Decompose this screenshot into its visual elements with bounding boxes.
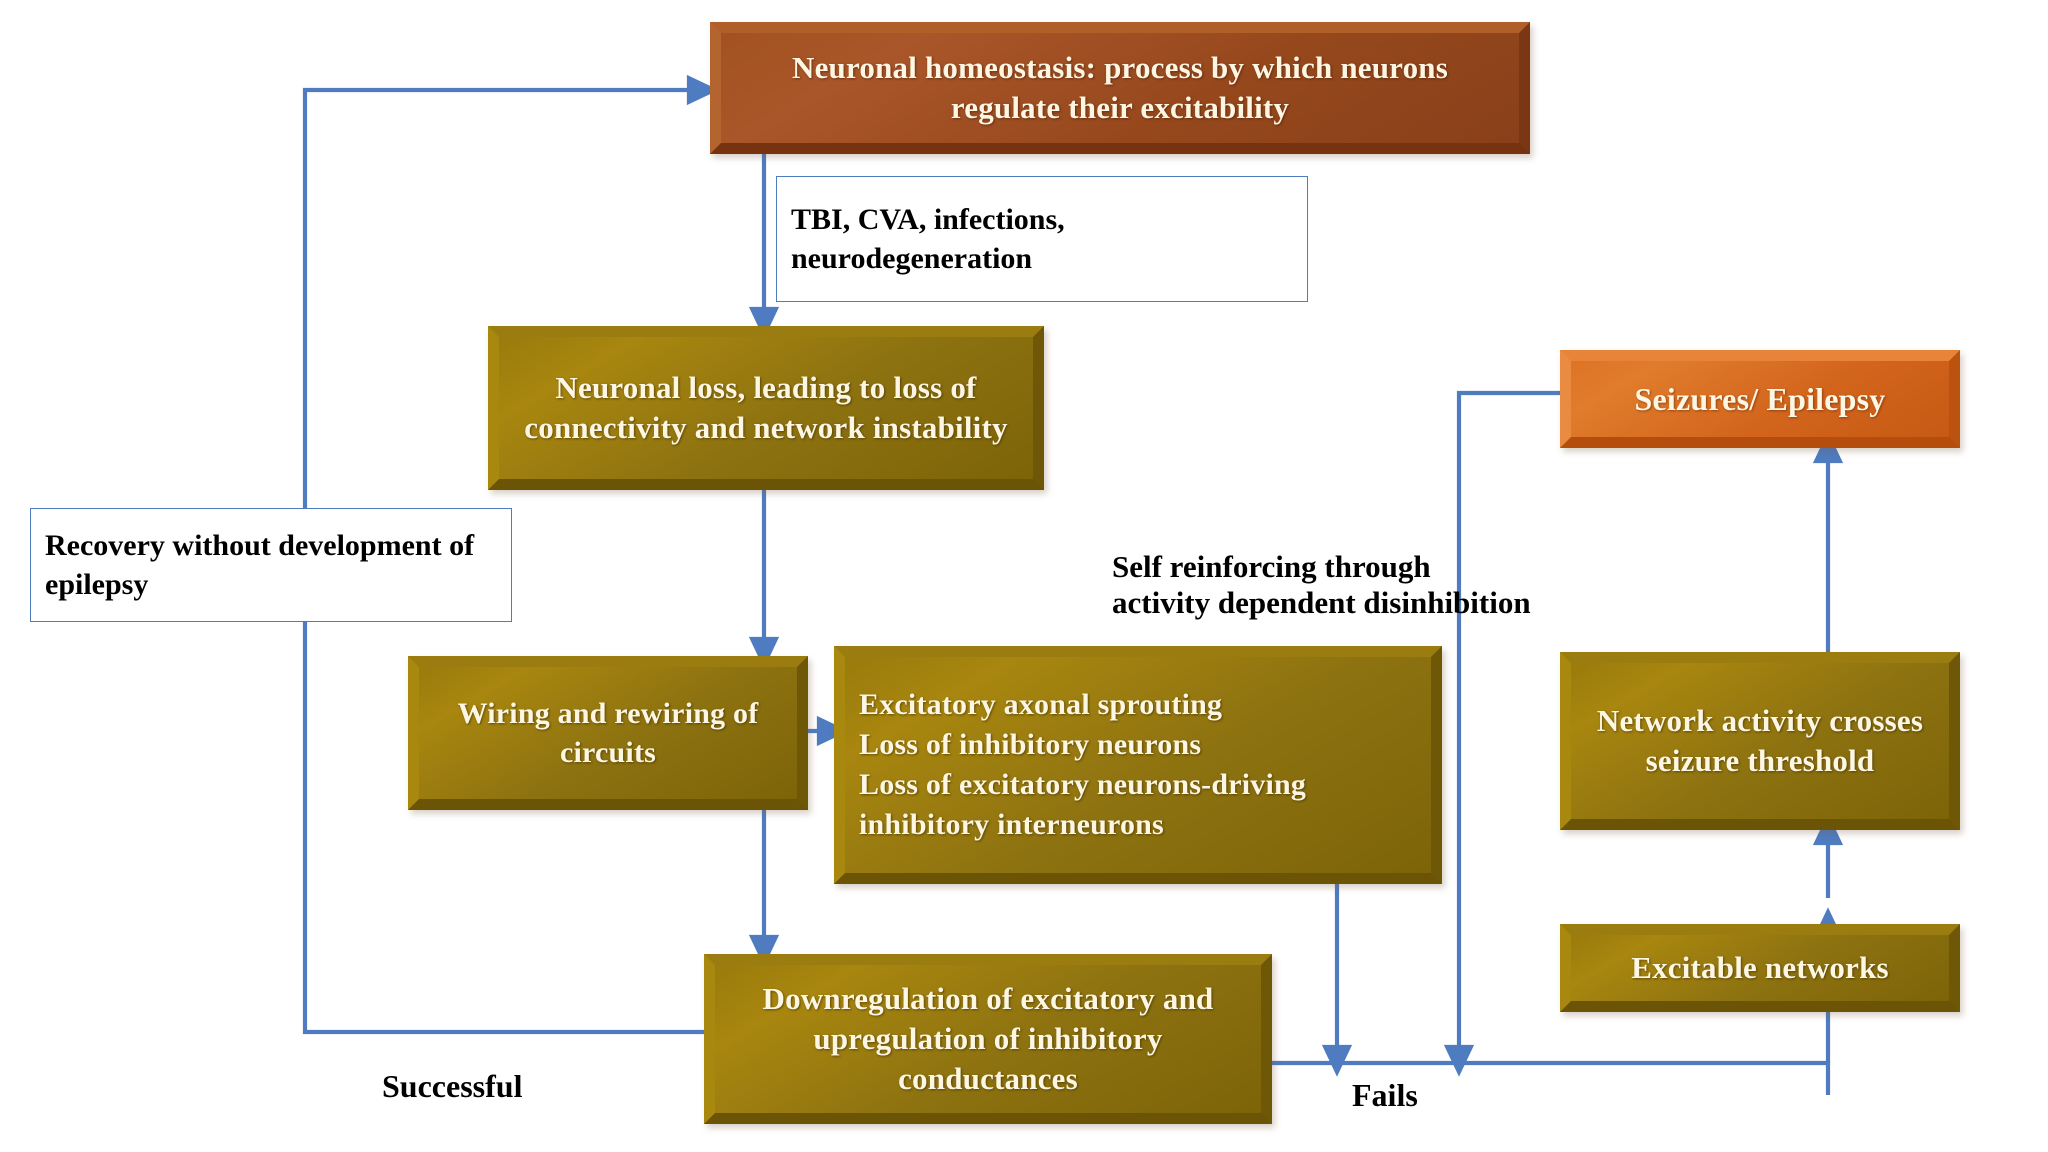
callout-insults: TBI, CVA, infections, neurodegeneration xyxy=(776,176,1308,302)
node-excitable-networks-label: Excitable networks xyxy=(1631,950,1889,986)
node-excitatory-changes[interactable]: Excitatory axonal sprouting Loss of inhi… xyxy=(834,646,1442,884)
node-excitatory-changes-label: Excitatory axonal sprouting Loss of inhi… xyxy=(859,688,1307,841)
node-neuronal-homeostasis-label: Neuronal homeostasis: process by which n… xyxy=(792,50,1448,125)
node-downregulation[interactable]: Downregulation of excitatory and upregul… xyxy=(704,954,1272,1124)
node-wiring-rewiring[interactable]: Wiring and rewiring of circuits xyxy=(408,656,808,810)
node-wiring-rewiring-label: Wiring and rewiring of circuits xyxy=(457,697,759,769)
node-neuronal-loss-label: Neuronal loss, leading to loss of connec… xyxy=(524,369,1008,445)
node-network-activity[interactable]: Network activity crosses seizure thresho… xyxy=(1560,652,1960,830)
node-neuronal-homeostasis[interactable]: Neuronal homeostasis: process by which n… xyxy=(710,22,1530,154)
node-downregulation-label: Downregulation of excitatory and upregul… xyxy=(762,980,1214,1097)
edge-label-successful-text: Successful xyxy=(382,1068,523,1104)
annotation-self-reinforcing: Self reinforcing through activity depend… xyxy=(1112,512,1712,622)
edge-label-successful: Successful xyxy=(382,1068,522,1105)
callout-recovery-label: Recovery without development of epilepsy xyxy=(45,529,475,601)
callout-recovery: Recovery without development of epilepsy xyxy=(30,508,512,622)
edge-seizures-feedback xyxy=(1443,390,1562,1077)
node-network-activity-label: Network activity crosses seizure thresho… xyxy=(1596,702,1924,778)
callout-insults-label: TBI, CVA, infections, neurodegeneration xyxy=(791,203,1065,275)
annotation-self-reinforcing-label: Self reinforcing through activity depend… xyxy=(1112,548,1531,621)
edge-label-fails: Fails xyxy=(1352,1077,1418,1114)
node-seizures-epilepsy-label: Seizures/ Epilepsy xyxy=(1634,380,1886,417)
node-neuronal-loss[interactable]: Neuronal loss, leading to loss of connec… xyxy=(488,326,1044,490)
edge-label-fails-text: Fails xyxy=(1352,1077,1418,1113)
node-excitable-networks[interactable]: Excitable networks xyxy=(1560,924,1960,1012)
node-seizures-epilepsy[interactable]: Seizures/ Epilepsy xyxy=(1560,350,1960,448)
